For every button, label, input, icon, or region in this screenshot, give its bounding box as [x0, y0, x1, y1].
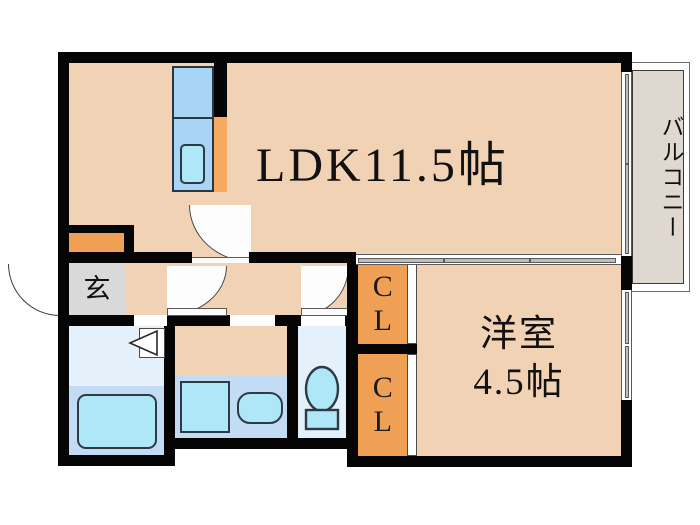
bathroom-door-arrow-icon: [128, 330, 158, 356]
washing-machine-space: [180, 381, 230, 433]
shoe-closet: [69, 230, 125, 252]
genkan-label: 玄: [83, 273, 111, 304]
closet-wall-left: [347, 258, 358, 466]
closet-lower-text: CL: [366, 371, 400, 439]
ldk-wall-bottom-mid: [249, 252, 356, 263]
bathroom-wall-left: [58, 320, 69, 465]
washroom-wall-bottom: [175, 438, 287, 449]
closet-upper-label: CL: [357, 264, 407, 344]
washroom-door-leaf[interactable]: [167, 308, 227, 316]
closet-upper-door-leaf[interactable]: [407, 264, 417, 344]
washitsu-label-line1: 洋室: [480, 313, 558, 355]
kitchen-sink-basin: [180, 144, 205, 184]
slide-panel-upper: [625, 74, 629, 164]
ldk-floor: [66, 62, 624, 262]
balcony-floor: [632, 70, 684, 284]
bathroom-wall-bottom: [58, 455, 175, 466]
ldk-label: LDK11.5帖: [256, 139, 509, 192]
closet-lower-door-leaf[interactable]: [407, 354, 417, 456]
kitchen-partition-wall: [214, 62, 227, 117]
exterior-wall-top: [58, 52, 632, 63]
partition-panel-mid: [444, 258, 530, 263]
washitsu-window[interactable]: [621, 290, 632, 400]
ldk-washitsu-sliding-partition[interactable]: [356, 254, 621, 265]
toilet: [304, 365, 340, 431]
toilet-door-leaf[interactable]: [301, 308, 349, 316]
kitchen-side-panel: [214, 116, 227, 192]
partition-panel-left: [358, 258, 444, 263]
entry-door-swing[interactable]: [8, 264, 60, 316]
genkan-tile: [69, 263, 125, 315]
closet-upper-text: CL: [366, 270, 400, 338]
exterior-wall-right-upper: [621, 52, 632, 74]
exterior-wall-left-upper: [58, 52, 69, 252]
closet-lower: [357, 354, 407, 456]
kitchen-stove: [172, 66, 214, 119]
toilet-wall-bottom: [287, 438, 357, 449]
window-panel-lower: [625, 346, 629, 398]
exterior-wall-bottom-washitsu: [347, 456, 632, 467]
hall-wall-bottom-mid: [167, 315, 230, 326]
washitsu-label-line2: 4.5帖: [473, 361, 565, 403]
exterior-wall-right-lower-stub: [621, 254, 632, 272]
closet-upper: [357, 264, 407, 344]
window-panel-upper: [625, 292, 629, 344]
partition-panel-right: [530, 258, 616, 263]
ldk-balcony-sliding-door[interactable]: [621, 72, 632, 256]
shoe-closet-wall-right: [124, 225, 134, 263]
washroom-floor: [175, 326, 287, 376]
exterior-wall-left-genkan: [58, 252, 69, 322]
shoe-closet-wall-top: [60, 225, 134, 233]
washroom-wall-right: [287, 326, 298, 449]
closet-divider-wall: [357, 344, 417, 354]
bathroom-wall-right: [164, 326, 175, 465]
wash-basin: [237, 392, 283, 424]
balcony-label: バルコニー: [658, 114, 683, 240]
washitsu-floor: [417, 265, 621, 456]
hall-wall-bottom-left: [58, 315, 134, 326]
hall-wall-bottom-mid2: [275, 315, 301, 326]
closet-lower-label: CL: [357, 354, 407, 456]
bathtub: [77, 394, 157, 449]
slide-panel-lower: [625, 164, 629, 254]
